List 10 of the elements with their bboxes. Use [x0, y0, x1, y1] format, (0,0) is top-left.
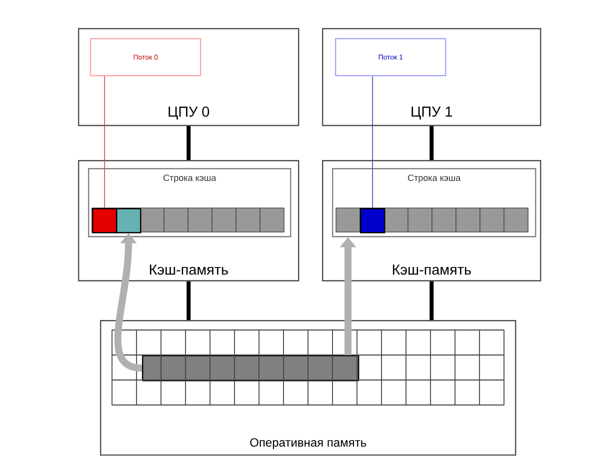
memory-row: [142, 354, 360, 382]
cache-cell: [92, 208, 118, 234]
bus-line: [186, 126, 191, 160]
bus-line: [186, 281, 191, 320]
cache-cell: [360, 208, 386, 234]
bus-line: [430, 281, 434, 320]
cache-cell: [116, 208, 142, 234]
bus-line: [430, 126, 434, 160]
thread-line: [372, 76, 373, 208]
thread-line: [104, 76, 105, 208]
